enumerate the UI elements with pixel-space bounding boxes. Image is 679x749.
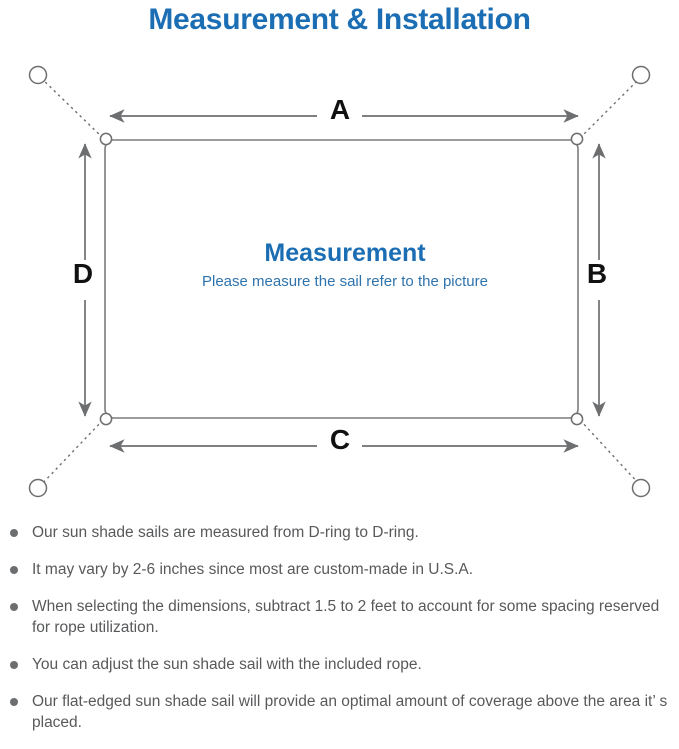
anchor-bottom-right-icon (631, 478, 651, 498)
bullet-icon (10, 603, 18, 611)
anchor-bottom-left-icon (28, 478, 48, 498)
anchor-points (28, 65, 651, 498)
d-ring-bottom-left-icon (99, 412, 113, 426)
note-text: You can adjust the sun shade sail with t… (32, 656, 422, 673)
d-rings (99, 132, 584, 426)
bullet-icon (10, 661, 18, 669)
anchor-top-right-icon (631, 65, 651, 85)
d-ring-top-right-icon (570, 132, 584, 146)
d-ring-top-left-icon (99, 132, 113, 146)
list-item: It may vary by 2-6 inches since most are… (0, 559, 679, 580)
rope-top-right (579, 76, 642, 139)
rope-top-left (39, 76, 104, 139)
rope-bottom-left (39, 419, 104, 487)
bullet-icon (10, 529, 18, 537)
page-title: Measurement & Installation (148, 3, 531, 36)
note-text: Our sun shade sails are measured from D-… (32, 524, 419, 541)
list-item: You can adjust the sun shade sail with t… (0, 654, 679, 675)
note-text: Our flat-edged sun shade sail will provi… (32, 693, 668, 731)
bullet-icon (10, 566, 18, 574)
rope-bottom-right (579, 419, 642, 487)
bullet-icon (10, 698, 18, 706)
d-ring-bottom-right-icon (570, 412, 584, 426)
sail-body (104, 139, 579, 419)
notes-list: Our sun shade sails are measured from D-… (0, 522, 679, 749)
note-text: When selecting the dimensions, subtract … (32, 598, 660, 636)
diagram-canvas (28, 65, 651, 498)
rope-lines (39, 76, 642, 487)
list-item: Our sun shade sails are measured from D-… (0, 522, 679, 543)
anchor-top-left-icon (28, 65, 48, 85)
note-text: It may vary by 2-6 inches since most are… (32, 561, 474, 578)
sail-measurement-diagram: A B C D Measurement Please measure the s… (0, 48, 679, 518)
list-item: Our flat-edged sun shade sail will provi… (0, 691, 679, 733)
list-item: When selecting the dimensions, subtract … (0, 596, 679, 638)
